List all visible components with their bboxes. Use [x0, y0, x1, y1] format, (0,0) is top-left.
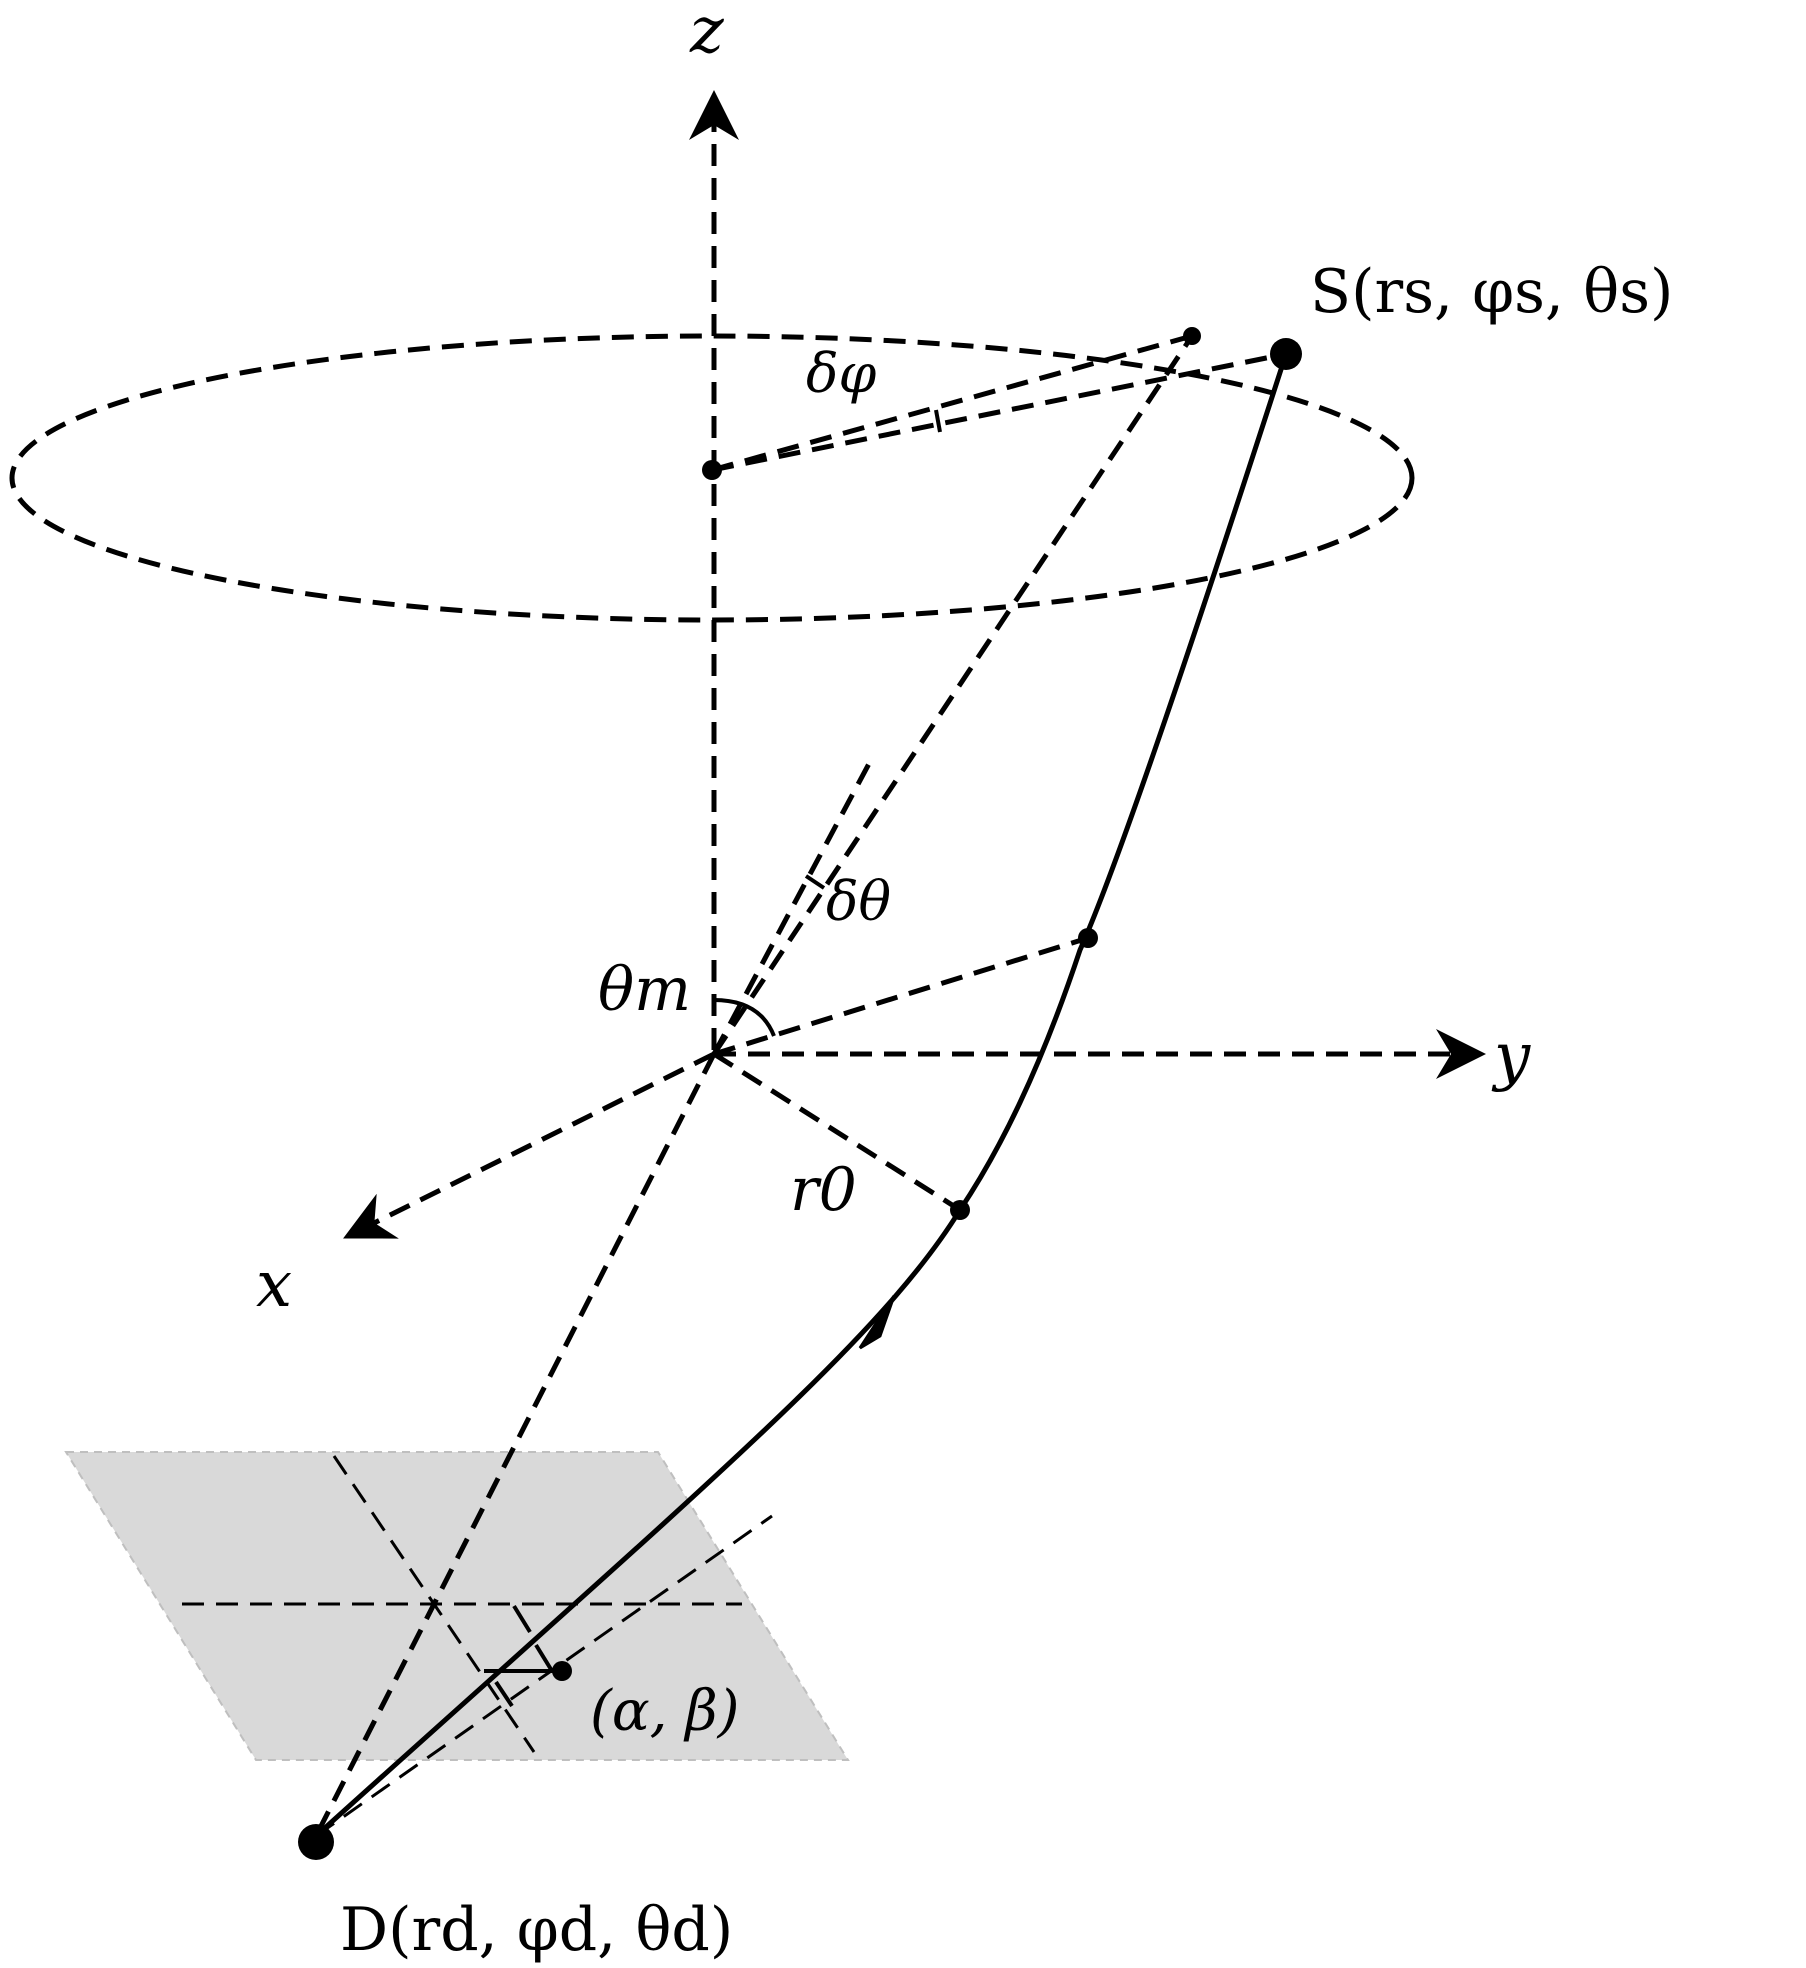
delta-phi-arc-tick [934, 409, 942, 433]
source-label: S(rs, φs, θs) [1310, 257, 1673, 327]
beta-tick-upper [512, 1604, 532, 1634]
beta-tick-bottom [494, 1680, 514, 1708]
image-plane-point-label: (α, β) [590, 1679, 740, 1744]
periapsis-point [950, 1200, 970, 1220]
x-axis-label: x [256, 1248, 292, 1322]
radius-to-neighbor [711, 333, 1193, 473]
origin-to-orbit-point [713, 935, 1089, 1057]
radius-to-source [711, 351, 1287, 473]
theta-m-arc [713, 998, 776, 1037]
z-axis-label: z [689, 0, 725, 68]
delta-phi-label: δφ [806, 342, 877, 405]
orbit-point [1078, 928, 1098, 948]
neighbor-source-point [1183, 327, 1201, 345]
image-plane-line-of-sight [315, 1514, 773, 1838]
y-axis-label: y [1491, 1020, 1531, 1094]
r0-line [712, 1051, 962, 1213]
detector-label: D(rd, φd, θd) [340, 1895, 733, 1965]
x-axis [343, 1051, 716, 1239]
beta-tick-lower [534, 1643, 554, 1673]
delta-theta-label: δθ [826, 870, 891, 933]
image-plane-point [552, 1661, 572, 1681]
detector-point [298, 1824, 334, 1860]
photon-trajectory [314, 353, 1289, 1838]
delta-theta-tick [804, 874, 826, 890]
orbit-center-point [702, 460, 722, 480]
image-plane [64, 1451, 850, 1761]
origin-to-detector-line [313, 1052, 717, 1838]
r0-label: r0 [790, 1155, 857, 1225]
trajectory-direction-arrow [858, 1295, 896, 1350]
source-point [1270, 338, 1302, 370]
origin-to-source-line [711, 334, 1195, 1056]
theta-m-label: θm [598, 955, 691, 1025]
orbit-circle [9, 333, 1415, 623]
